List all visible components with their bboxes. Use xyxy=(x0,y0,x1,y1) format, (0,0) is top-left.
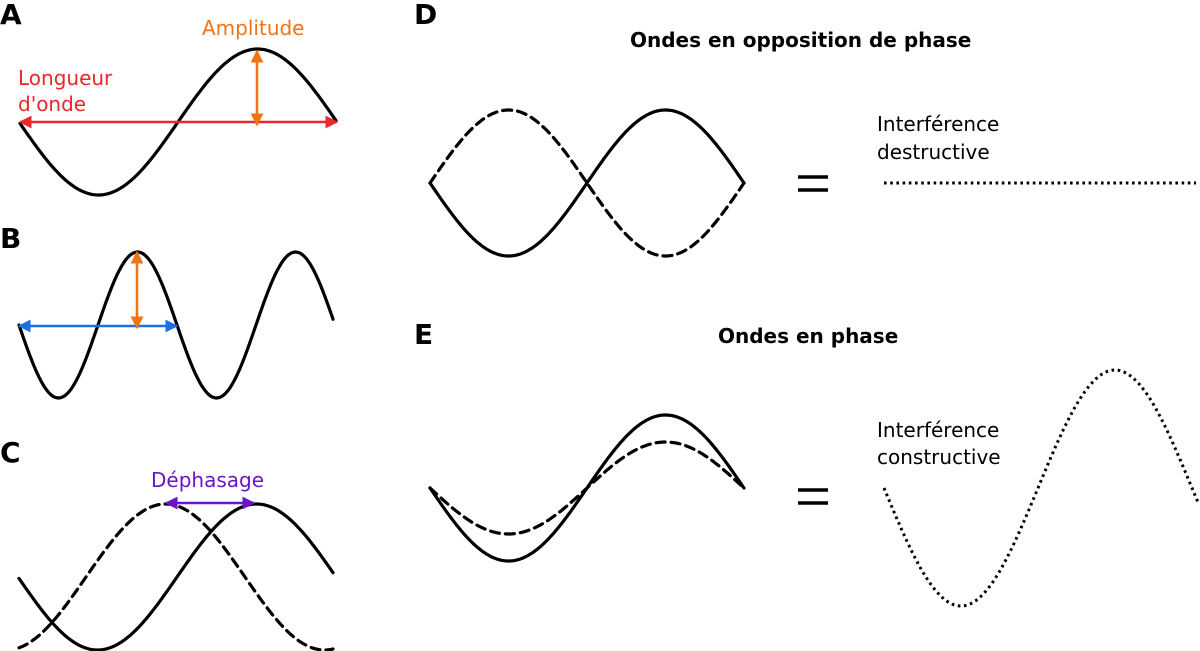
panel-a: A Longueur d'onde Amplitude xyxy=(0,0,339,197)
panel-e-title: Ondes en phase xyxy=(718,324,898,348)
panel-e-equals-sign xyxy=(798,488,828,505)
destructive-label-line1: Interférence xyxy=(877,112,999,136)
wavelength-label-line1: Longueur xyxy=(18,66,113,90)
destructive-label-line2: destructive xyxy=(877,140,990,164)
panel-d-title: Ondes en opposition de phase xyxy=(630,28,971,52)
panel-d-equals-sign xyxy=(798,175,828,192)
panel-c-solid-wave xyxy=(17,502,335,651)
constructive-result-wave xyxy=(882,368,1200,608)
panel-d-dashed-wave xyxy=(428,108,746,258)
panel-b: B xyxy=(0,222,335,400)
amplitude-label: Amplitude xyxy=(202,16,305,40)
panel-d-letter: D xyxy=(414,0,437,31)
panel-e-solid-wave xyxy=(428,413,746,563)
panel-a-letter: A xyxy=(0,0,22,31)
panel-d-solid-wave xyxy=(428,108,746,258)
panel-c: C Déphasage xyxy=(0,436,335,651)
panel-e-letter: E xyxy=(414,318,433,351)
panel-c-letter: C xyxy=(0,436,21,469)
panel-d: D Ondes en opposition de phase Interfére… xyxy=(414,0,1196,258)
constructive-label-line1: Interférence xyxy=(877,418,999,442)
constructive-label-line2: constructive xyxy=(877,445,1001,469)
panel-e: E Ondes en phase Interférence constructi… xyxy=(414,318,1200,608)
panel-b-letter: B xyxy=(0,222,21,255)
wavelength-label-line2: d'onde xyxy=(18,92,86,116)
panel-c-dashed-wave xyxy=(17,502,335,651)
phase-shift-label: Déphasage xyxy=(151,468,264,492)
